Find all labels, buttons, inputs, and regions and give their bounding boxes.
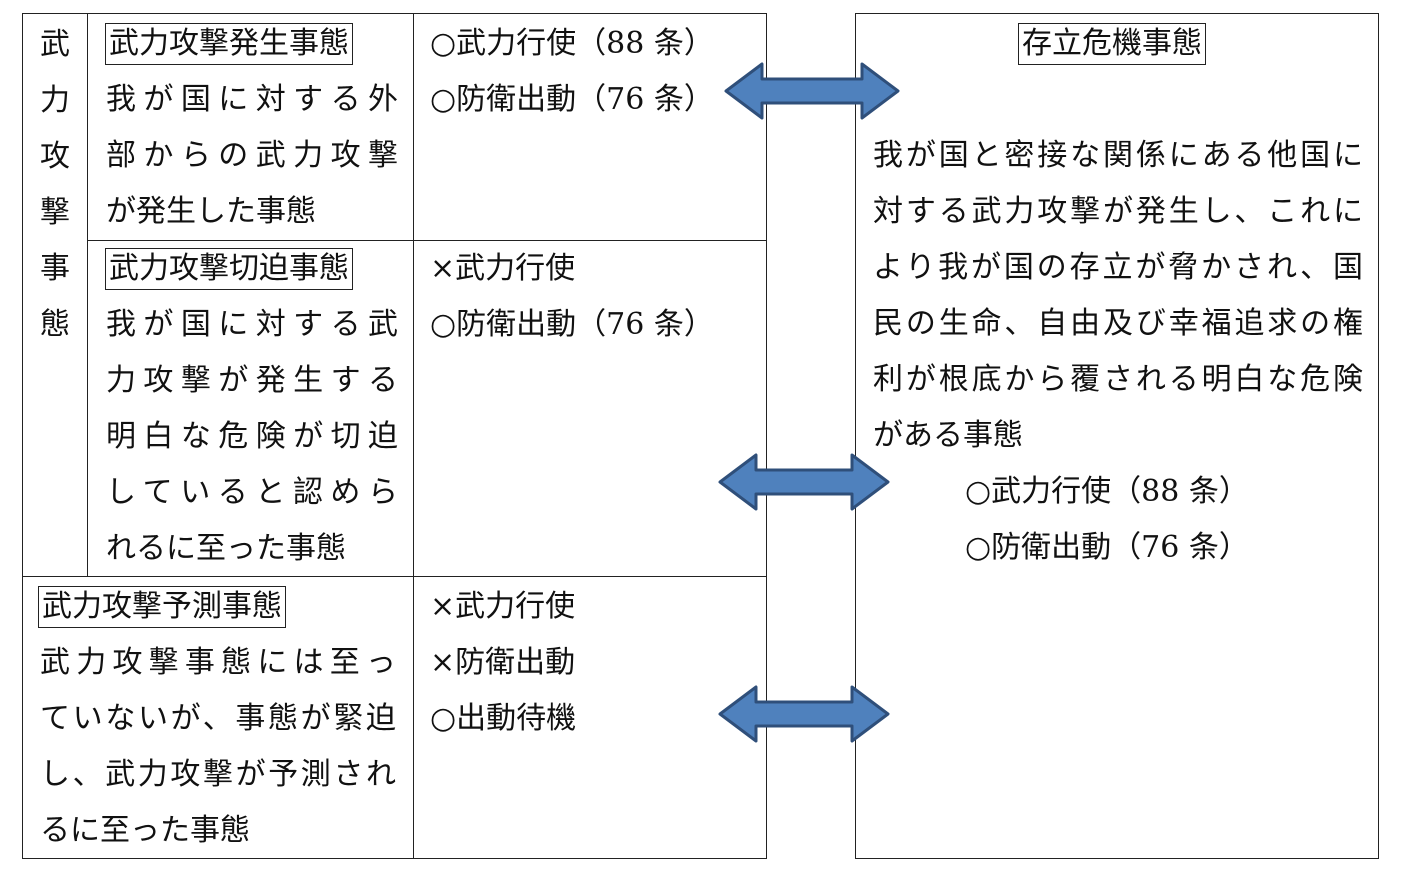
anticipated-title: 武力攻撃予測事態 xyxy=(38,586,286,628)
imminent-desc-line: していると認めら xyxy=(106,475,398,510)
double-arrow-icon xyxy=(718,453,890,511)
vertical-label-char: 攻 xyxy=(40,139,70,174)
occurrence-measure-item: ○防衛出動（76 条） xyxy=(430,82,714,117)
survival-desc-line: 利が根底から覆される明白な危険 xyxy=(873,362,1363,397)
imminent-description: 我が国に対する武 力攻撃が発生する 明白な危険が切迫 していると認めら れるに至… xyxy=(106,297,398,577)
imminent-desc-line: 明白な危険が切迫 xyxy=(106,419,398,454)
attack-situation-vertical-label: 武 力 攻 撃 事 態 xyxy=(35,17,75,353)
anticipated-desc-line: 武力攻撃事態には至っ xyxy=(40,645,396,680)
imminent-title-row: 武力攻撃切迫事態 xyxy=(105,241,353,297)
survival-box-bottom-border xyxy=(855,858,1379,859)
double-arrow-icon xyxy=(718,685,890,743)
anticipated-measure-item: ○出動待機 xyxy=(430,701,577,736)
imminent-measure-item: ○防衛出動（76 条） xyxy=(430,307,714,342)
imminent-measure-item: ×武力行使 xyxy=(430,251,576,286)
vertical-label-char: 力 xyxy=(40,83,70,118)
imminent-desc-line: 我が国に対する武 xyxy=(106,307,398,342)
anticipated-description: 武力攻撃事態には至っ ていないが、事態が緊迫 し、武力攻撃が予測され るに至った… xyxy=(40,635,396,859)
anticipated-desc-line: し、武力攻撃が予測され xyxy=(40,757,396,792)
measures-column-divider xyxy=(413,13,414,859)
vertical-label-char: 態 xyxy=(40,307,70,342)
survival-title: 存立危機事態 xyxy=(1018,23,1206,65)
anticipated-measure-item: ×武力行使 xyxy=(430,589,576,624)
survival-title-row: 存立危機事態 xyxy=(1018,16,1206,72)
survival-desc-line: 対する武力攻撃が発生し、これに xyxy=(873,194,1363,229)
survival-desc-line: より我が国の存立が脅かされ、国 xyxy=(873,250,1363,285)
survival-measures: ○武力行使（88 条） ○防衛出動（76 条） xyxy=(965,464,1249,576)
occurrence-measure-item: ○武力行使（88 条） xyxy=(430,26,714,61)
survival-box-top-border xyxy=(855,13,1379,14)
vertical-label-column-divider xyxy=(87,13,88,576)
anticipated-desc-line: ていないが、事態が緊迫 xyxy=(40,701,396,736)
anticipated-measures: ×武力行使 ×防衛出動 ○出動待機 xyxy=(430,579,576,747)
anticipated-title-row: 武力攻撃予測事態 xyxy=(38,579,286,635)
left-table-right-border xyxy=(766,13,767,859)
anticipated-measure-item: ×防衛出動 xyxy=(430,645,576,680)
left-table-left-border xyxy=(22,13,23,859)
occurrence-desc-line: 部からの武力攻撃 xyxy=(106,138,398,173)
survival-desc-line: がある事態 xyxy=(873,418,1023,453)
occurrence-imminent-row-divider xyxy=(87,240,766,241)
left-table-top-border xyxy=(22,13,766,14)
attack-anticipated-row-divider xyxy=(22,576,766,577)
left-table-bottom-border xyxy=(22,858,766,859)
occurrence-desc-line: 我が国に対する外 xyxy=(106,82,398,117)
survival-desc-line: 我が国と密接な関係にある他国に xyxy=(873,138,1363,173)
occurrence-measures: ○武力行使（88 条） ○防衛出動（76 条） xyxy=(430,16,714,128)
survival-description: 我が国と密接な関係にある他国に 対する武力攻撃が発生し、これに より我が国の存立… xyxy=(873,128,1363,464)
vertical-label-char: 撃 xyxy=(40,195,70,230)
occurrence-description: 我が国に対する外 部からの武力攻撃 が発生した事態 xyxy=(106,72,398,240)
vertical-label-char: 武 xyxy=(40,27,70,62)
imminent-desc-line: れるに至った事態 xyxy=(106,531,346,566)
imminent-desc-line: 力攻撃が発生する xyxy=(106,363,398,398)
survival-box-left-border xyxy=(855,13,856,859)
survival-measure-item: ○防衛出動（76 条） xyxy=(965,530,1249,565)
survival-measure-item: ○武力行使（88 条） xyxy=(965,474,1249,509)
survival-box-right-border xyxy=(1378,13,1379,859)
occurrence-title: 武力攻撃発生事態 xyxy=(105,23,353,65)
occurrence-title-row: 武力攻撃発生事態 xyxy=(105,16,353,72)
imminent-title: 武力攻撃切迫事態 xyxy=(105,248,353,290)
double-arrow-icon xyxy=(724,62,900,120)
survival-desc-line: 民の生命、自由及び幸福追求の権 xyxy=(873,306,1363,341)
anticipated-desc-line: るに至った事態 xyxy=(40,813,250,848)
imminent-measures: ×武力行使 ○防衛出動（76 条） xyxy=(430,241,714,353)
occurrence-desc-line: が発生した事態 xyxy=(106,194,316,229)
vertical-label-char: 事 xyxy=(40,251,70,286)
